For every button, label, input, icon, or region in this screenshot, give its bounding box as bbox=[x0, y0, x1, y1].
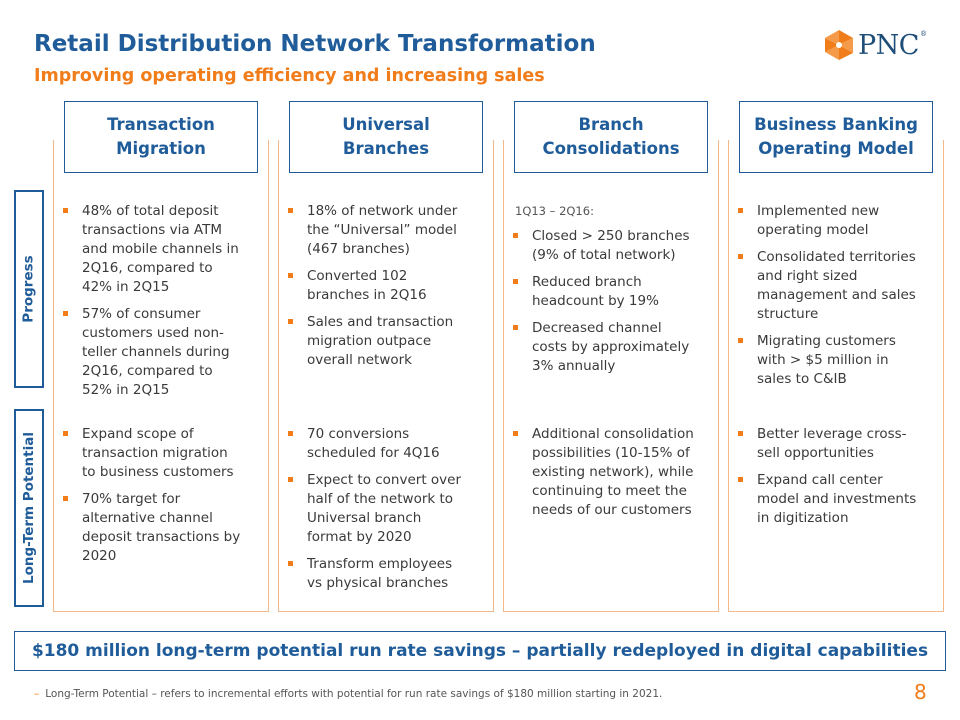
footnote-dash: – bbox=[34, 688, 40, 700]
list-item: 70% target for alternative channel depos… bbox=[59, 490, 245, 566]
savings-banner: $180 million long-term potential run rat… bbox=[14, 631, 946, 671]
progress-cell-business-banking: Implemented new operating model Consolid… bbox=[734, 202, 920, 397]
progress-lead-text: 1Q13 – 2Q16: bbox=[515, 204, 594, 218]
page-title: Retail Distribution Network Transformati… bbox=[34, 31, 596, 57]
list-item: Expand scope of transaction migration to… bbox=[59, 425, 245, 482]
column-transaction-migration bbox=[53, 140, 269, 612]
column-business-banking bbox=[728, 140, 944, 612]
page-subtitle: Improving operating efficiency and incre… bbox=[34, 66, 545, 86]
list-item: Closed > 250 branches (9% of total netwo… bbox=[509, 227, 695, 265]
footnote: –Long-Term Potential – refers to increme… bbox=[34, 688, 662, 700]
long-term-cell-branch-consolidations: Additional consolidation possibilities (… bbox=[509, 425, 695, 528]
list-item: 57% of consumer customers used non-telle… bbox=[59, 305, 245, 400]
list-item: Migrating customers with > $5 million in… bbox=[734, 332, 920, 389]
logo-text: PNC® bbox=[858, 29, 927, 61]
list-item: Converted 102 branches in 2Q16 bbox=[284, 267, 470, 305]
long-term-cell-transaction-migration: Expand scope of transaction migration to… bbox=[59, 425, 245, 574]
pnc-logo: PNC® bbox=[822, 28, 932, 62]
list-item: 70 conversions scheduled for 4Q16 bbox=[284, 425, 470, 463]
row-label-progress: Progress bbox=[14, 190, 44, 388]
pnc-logo-icon bbox=[825, 30, 853, 60]
list-item: Transform employees vs physical branches bbox=[284, 555, 470, 593]
progress-cell-universal-branches: 18% of network under the “Universal” mod… bbox=[284, 202, 470, 378]
list-item: Reduced branch headcount by 19% bbox=[509, 273, 695, 311]
list-item: Expect to convert over half of the netwo… bbox=[284, 471, 470, 547]
page-number: 8 bbox=[914, 680, 927, 704]
long-term-cell-universal-branches: 70 conversions scheduled for 4Q16 Expect… bbox=[284, 425, 470, 601]
long-term-cell-business-banking: Better leverage cross-sell opportunities… bbox=[734, 425, 920, 536]
list-item: Decreased channel costs by approximately… bbox=[509, 319, 695, 376]
progress-cell-branch-consolidations: 1Q13 – 2Q16: Closed > 250 branches (9% o… bbox=[509, 202, 695, 384]
list-item: Additional consolidation possibilities (… bbox=[509, 425, 695, 520]
progress-cell-transaction-migration: 48% of total deposit transactions via AT… bbox=[59, 202, 245, 408]
list-item: Implemented new operating model bbox=[734, 202, 920, 240]
list-item: Consolidated territories and right sized… bbox=[734, 248, 920, 324]
list-item: Sales and transaction migration outpace … bbox=[284, 313, 470, 370]
list-item: 18% of network under the “Universal” mod… bbox=[284, 202, 470, 259]
row-label-long-term: Long-Term Potential bbox=[14, 409, 44, 607]
list-item: Better leverage cross-sell opportunities bbox=[734, 425, 920, 463]
column-universal-branches bbox=[278, 140, 494, 612]
footnote-text: Long-Term Potential – refers to incremen… bbox=[45, 688, 663, 700]
list-item: Expand call center model and investments… bbox=[734, 471, 920, 528]
list-item: 48% of total deposit transactions via AT… bbox=[59, 202, 245, 297]
column-branch-consolidations bbox=[503, 140, 719, 612]
